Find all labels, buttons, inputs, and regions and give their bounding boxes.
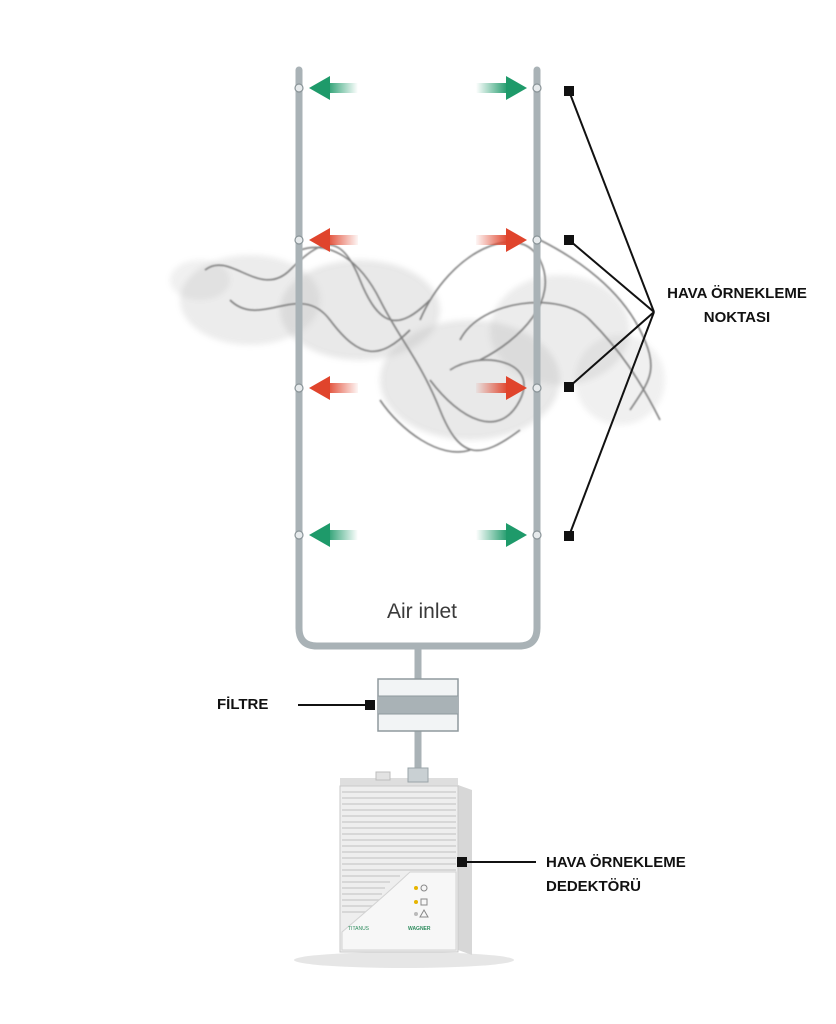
smoke-arrow-upper-right (476, 228, 527, 252)
sampling-point-leaders (564, 86, 655, 541)
filter-unit (377, 678, 459, 732)
device-model-label: TITANUS (348, 926, 370, 932)
clean-air-arrow-top-left (309, 76, 358, 100)
smoke-arrow-lower-right (476, 376, 527, 400)
sampling-points-label-line2: NOKTASI (703, 309, 771, 326)
sampling-points-label: HAVA ÖRNEKLEME NOKTASI (652, 282, 822, 330)
led-icon (414, 886, 418, 890)
clean-air-arrow-top-right (476, 76, 527, 100)
filter-label: FİLTRE (217, 696, 269, 713)
clean-air-arrow-bottom-left (309, 523, 358, 547)
smoke-arrow-lower-left (309, 376, 358, 400)
smoke-cloud (170, 239, 665, 453)
fault-icon (420, 898, 428, 906)
detector-label-line1: HAVA ÖRNEKLEME (546, 854, 686, 871)
aspirating-detector-device: TITANUS WAGNER (294, 767, 514, 968)
sampling-holes (294, 83, 542, 540)
power-icon (420, 884, 428, 892)
warning-icon (419, 908, 429, 918)
clean-air-arrow-bottom-right (476, 523, 527, 547)
led-icon (414, 900, 418, 904)
sampling-pipe (295, 66, 541, 774)
device-brand-label: WAGNER (408, 926, 431, 932)
sampling-points-label-line1: HAVA ÖRNEKLEME (667, 285, 807, 302)
filter-leader (298, 700, 375, 710)
detector-leader (457, 857, 536, 867)
smoke-arrow-upper-left (309, 228, 358, 252)
detector-label-line2: DEDEKTÖRÜ (546, 878, 642, 895)
led-icon (414, 912, 418, 916)
air-inlet-label: Air inlet (386, 600, 458, 623)
detector-label: HAVA ÖRNEKLEME DEDEKTÖRÜ (546, 851, 686, 899)
